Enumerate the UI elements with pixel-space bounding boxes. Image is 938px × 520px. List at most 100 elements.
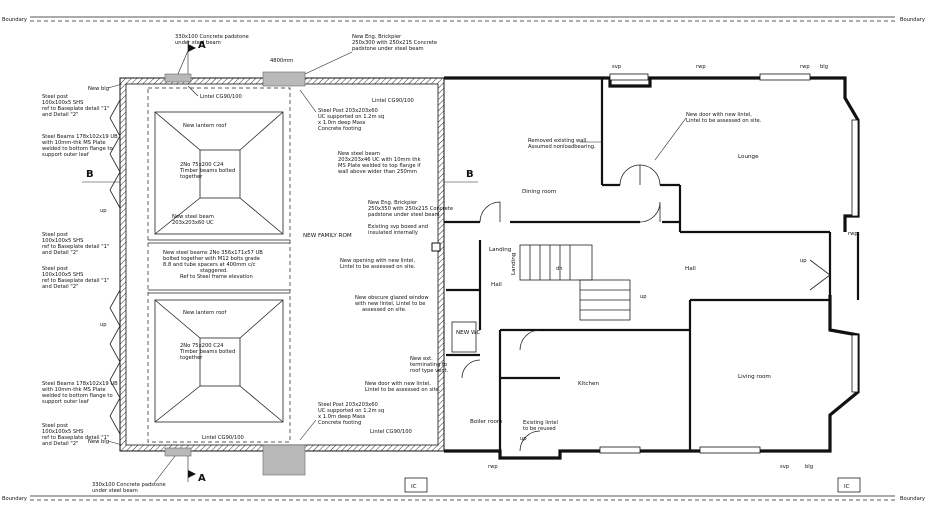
extension-walls — [109, 71, 445, 476]
svg-text:New blg: New blg — [88, 86, 109, 92]
room-wc: NEW WC — [456, 330, 481, 336]
existing-house-walls — [444, 76, 860, 460]
svg-text:Removed existing wall.Assumed: Removed existing wall.Assumed nonloadbea… — [528, 138, 596, 150]
boundary-label-bottom-right: Boundary — [900, 496, 925, 502]
annotation-new-blg-bottom: New blg — [88, 439, 123, 446]
annotation-new-door-lounge: New door with new lintel,Lintel to be as… — [654, 112, 762, 161]
ic-box-1 — [404, 477, 428, 493]
room-dining: Dining room — [522, 189, 556, 195]
room-boiler: Boiler room — [470, 419, 502, 425]
annotation-lintel-bottom: Lintel CG90/100 — [202, 435, 244, 441]
room-landing: Landing — [489, 247, 512, 253]
svg-text:Lintel CG90/100: Lintel CG90/100 — [372, 98, 414, 104]
label-rwp-right: rwp — [848, 231, 858, 237]
annotation-lintel-bottom-2: Lintel CG90/100 — [370, 429, 412, 435]
room-hall-main: Hall — [685, 266, 696, 272]
label-dn: dn — [556, 266, 563, 272]
label-rwp-top: rwp — [696, 64, 706, 70]
svg-text:Lintel CG90/100: Lintel CG90/100 — [202, 435, 244, 441]
ic-label-1: IC — [411, 484, 417, 490]
label-up-3: up — [640, 294, 647, 300]
boundary-label-top-right: Boundary — [900, 17, 925, 23]
svg-text:New lantern roof: New lantern roof — [183, 310, 226, 316]
section-b-left: B — [82, 169, 120, 183]
wc-box — [451, 321, 477, 353]
room-family: NEW FAMILY ROM — [303, 233, 352, 239]
boundary-label-top-left: Boundary — [2, 17, 27, 23]
annotation-lintel-top: Lintel CG90/100 — [187, 85, 242, 100]
svg-text:New lantern roof: New lantern roof — [183, 123, 226, 129]
room-boiler-label: Boiler room — [470, 419, 502, 425]
label-dimension-top: 4800mm — [270, 58, 293, 64]
room-landing-vertical: Landing — [511, 252, 517, 275]
boundary-label-bottom-left: Boundary — [2, 496, 27, 502]
section-b-label-left: B — [86, 169, 94, 180]
door-swings — [461, 164, 831, 452]
annotation-lantern-2: New lantern roof — [183, 310, 226, 316]
label-svp-top: svp — [612, 64, 622, 70]
label-rwp-top2: rwp — [800, 64, 810, 70]
boundary-top: Boundary Boundary — [2, 16, 925, 23]
svg-text:New blg: New blg — [88, 439, 109, 445]
svg-text:New opening with new lintel,Li: New opening with new lintel,Lintel to be… — [340, 258, 416, 270]
label-rwp-bottom: rwp — [488, 464, 498, 470]
svg-text:Lintel CG90/100: Lintel CG90/100 — [370, 429, 412, 435]
label-up-door: up — [520, 436, 527, 442]
label-up-4: up — [800, 258, 807, 264]
annotation-lantern-1: New lantern roof — [183, 123, 226, 129]
annotation-lintel-top-2: Lintel CG90/100 — [372, 98, 414, 104]
svg-text:New steel beams 2No 356x171x57: New steel beams 2No 356x171x57 UBbolted … — [163, 250, 263, 280]
svg-text:New door with new lintel,Linte: New door with new lintel,Lintel to be as… — [365, 381, 441, 393]
section-b-right: B — [440, 169, 478, 183]
annotation-door-kitchen: New door with new lintel,Lintel to be as… — [365, 381, 441, 393]
label-up-2: up — [100, 322, 107, 328]
section-a-label-top: A — [198, 40, 206, 51]
label-blg: blg — [820, 64, 828, 70]
room-kitchen: Kitchen — [578, 381, 599, 387]
boundary-bottom: Boundary Boundary — [2, 495, 925, 502]
section-b-label-right: B — [466, 169, 474, 180]
svg-text:New door with new lintel,Linte: New door with new lintel,Lintel to be as… — [686, 112, 762, 124]
label-svp-bottom: svp — [780, 464, 790, 470]
windows — [599, 73, 859, 454]
staircase — [519, 244, 631, 321]
svg-text:Lintel CG90/100: Lintel CG90/100 — [200, 94, 242, 100]
room-hall-small: Hall — [491, 282, 502, 288]
